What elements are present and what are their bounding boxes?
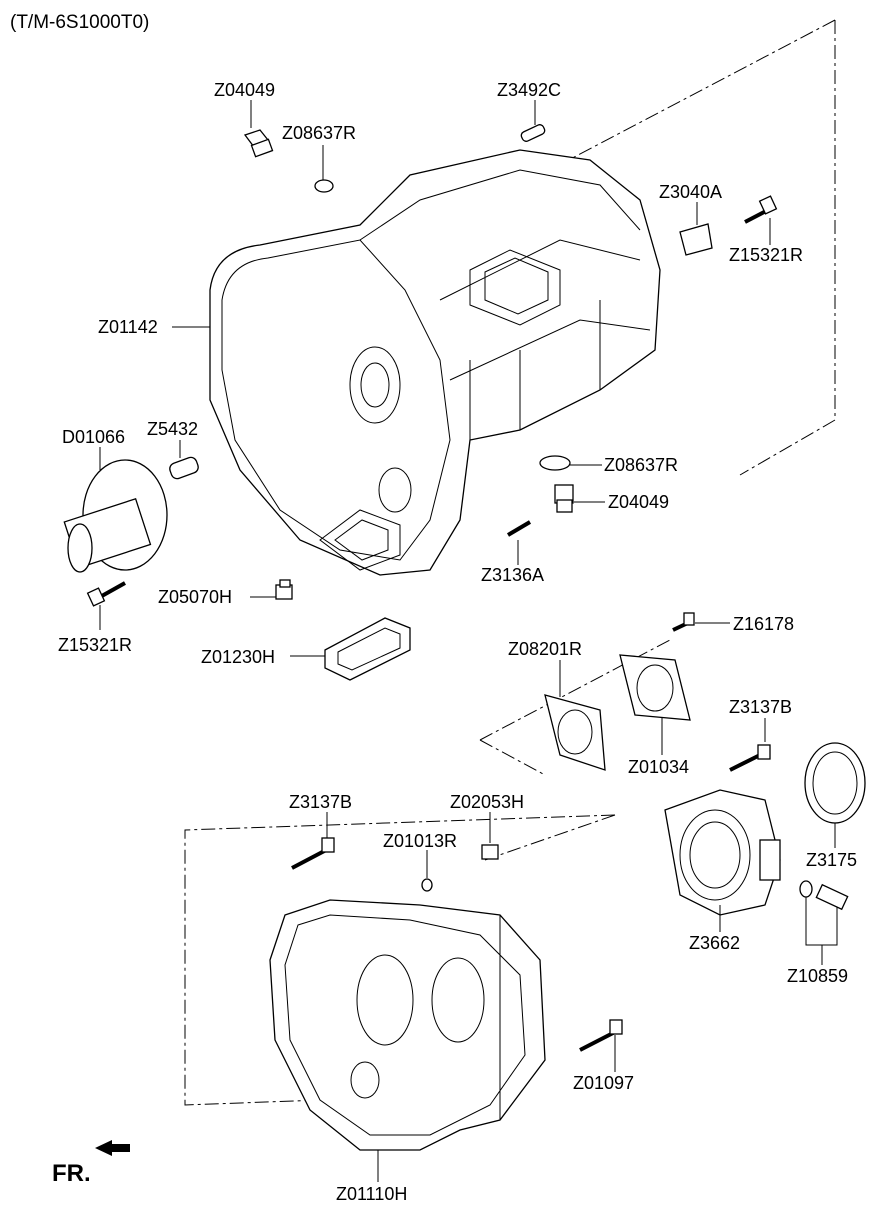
oil-seal-z3175 (804, 742, 866, 824)
plug-z05070h (275, 579, 293, 600)
label-z04049-top: Z04049 (214, 80, 276, 100)
label-d01066: D01066 (62, 427, 126, 447)
gasket-z08201r (544, 694, 606, 771)
label-z05070h: Z05070H (158, 587, 233, 607)
label-z15321r-left: Z15321R (58, 635, 133, 655)
washer-bottom (539, 455, 571, 471)
label-z3136a: Z3136A (481, 565, 545, 585)
label-z3137b-left: Z3137B (289, 792, 353, 812)
bolt-z15321r-left (86, 581, 126, 607)
input-shaft-seal-d01066 (63, 459, 168, 573)
drain-plug-top (243, 129, 274, 158)
label-z3040a: Z3040A (659, 182, 723, 202)
label-z5432: Z5432 (147, 419, 199, 439)
bracket-z3040a (679, 223, 713, 256)
label-z01034: Z01034 (628, 757, 690, 777)
label-z04049-bottom: Z04049 (608, 492, 670, 512)
bolt-z16178 (672, 612, 695, 632)
washer-top (314, 179, 334, 193)
label-z02053h: Z02053H (450, 792, 525, 812)
label-z3492c: Z3492C (497, 80, 562, 100)
bolt-z3137b-left (291, 837, 335, 870)
plug-z02053h (481, 844, 499, 860)
label-z16178: Z16178 (733, 614, 795, 634)
o-ring-z01013r (421, 878, 433, 892)
model-code-header: (T/M-6S1000T0) (10, 12, 150, 33)
label-z01142: Z01142 (98, 317, 158, 337)
drain-plug-bottom (554, 484, 574, 513)
label-z01013r: Z01013R (383, 831, 458, 851)
cover-z01034 (619, 654, 691, 721)
bolt-z01097 (579, 1019, 623, 1052)
front-arrow-icon (95, 1140, 130, 1156)
extension-housing-z3662 (664, 789, 781, 916)
label-z01110h: Z01110H (336, 1184, 408, 1204)
transmission-case-upper (209, 149, 661, 576)
label-z08637r-top: Z08637R (282, 123, 357, 143)
extension-case-lower (269, 899, 546, 1151)
label-z3175: Z3175 (806, 850, 858, 870)
label-z08201r: Z08201R (508, 639, 583, 659)
oil-seal-z01230h (324, 617, 411, 681)
bolt-z15321r-right (744, 195, 778, 224)
stud-z3136a (506, 520, 532, 537)
label-z15321r-right: Z15321R (729, 245, 804, 265)
label-z01097: Z01097 (573, 1073, 635, 1093)
sensor-z10859 (799, 880, 849, 911)
front-direction-label: FR. (52, 1160, 91, 1187)
label-z08637r-bottom: Z08637R (604, 455, 679, 475)
label-z01230h: Z01230H (201, 647, 276, 667)
label-z3137b-right: Z3137B (729, 697, 793, 717)
pin-z5432 (169, 456, 199, 480)
label-z3662: Z3662 (689, 933, 741, 953)
label-z10859: Z10859 (787, 966, 849, 986)
bolt-z3137b-right (729, 744, 771, 772)
pin-z3492c (520, 124, 546, 142)
